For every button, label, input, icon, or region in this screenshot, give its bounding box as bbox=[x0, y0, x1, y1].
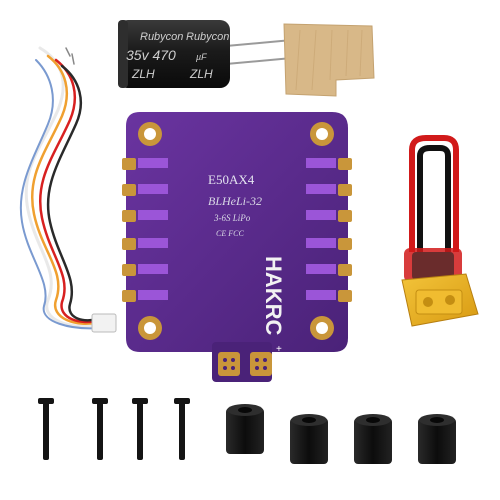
xt60-connector bbox=[401, 273, 479, 327]
capacitor-lead bbox=[225, 57, 293, 65]
capacitor-unit: µF bbox=[196, 52, 207, 62]
nuts bbox=[226, 404, 456, 464]
esc-certs: CE FCC bbox=[216, 229, 244, 238]
motor-pads-right bbox=[338, 158, 352, 302]
motor-pads-left bbox=[122, 158, 136, 302]
jst-connector bbox=[91, 313, 117, 333]
screw bbox=[132, 398, 148, 460]
power-pads: + bbox=[218, 344, 282, 376]
screw bbox=[92, 398, 108, 460]
esc-model: E50AX4 bbox=[208, 172, 255, 187]
esc-brand-logo: HAKRC bbox=[261, 256, 286, 336]
capacitor-rating: 35v 470 bbox=[126, 47, 176, 63]
mounting-holes bbox=[138, 122, 334, 340]
svg-text:ZLH: ZLH bbox=[189, 67, 213, 81]
svg-text:Rubycon: Rubycon bbox=[186, 31, 229, 43]
capacitor-lead bbox=[225, 39, 293, 47]
nut bbox=[226, 404, 264, 454]
power-lead bbox=[401, 135, 479, 327]
capacitor-brand: Rubycon bbox=[140, 31, 183, 43]
capacitor: Rubycon 35v 470 µF ZLH Rubycon ZLH bbox=[118, 20, 293, 88]
signal-wire-harness bbox=[19, 46, 117, 333]
esc-firmware: BLHeLi-32 bbox=[208, 194, 262, 208]
esc-board: + E50AX4 BLHeLi-32 3-6S LiPo CE FCC HAKR… bbox=[122, 112, 352, 382]
screws bbox=[38, 398, 190, 460]
svg-text:+: + bbox=[276, 344, 282, 355]
capacitor-series: ZLH bbox=[131, 67, 155, 81]
nut bbox=[354, 414, 392, 464]
capacitor-body bbox=[118, 20, 230, 88]
screw bbox=[38, 398, 54, 460]
foam-pad bbox=[283, 23, 375, 97]
nut bbox=[418, 414, 456, 464]
screw bbox=[174, 398, 190, 460]
esc-cells: 3-6S LiPo bbox=[213, 213, 251, 223]
nut bbox=[290, 414, 328, 464]
